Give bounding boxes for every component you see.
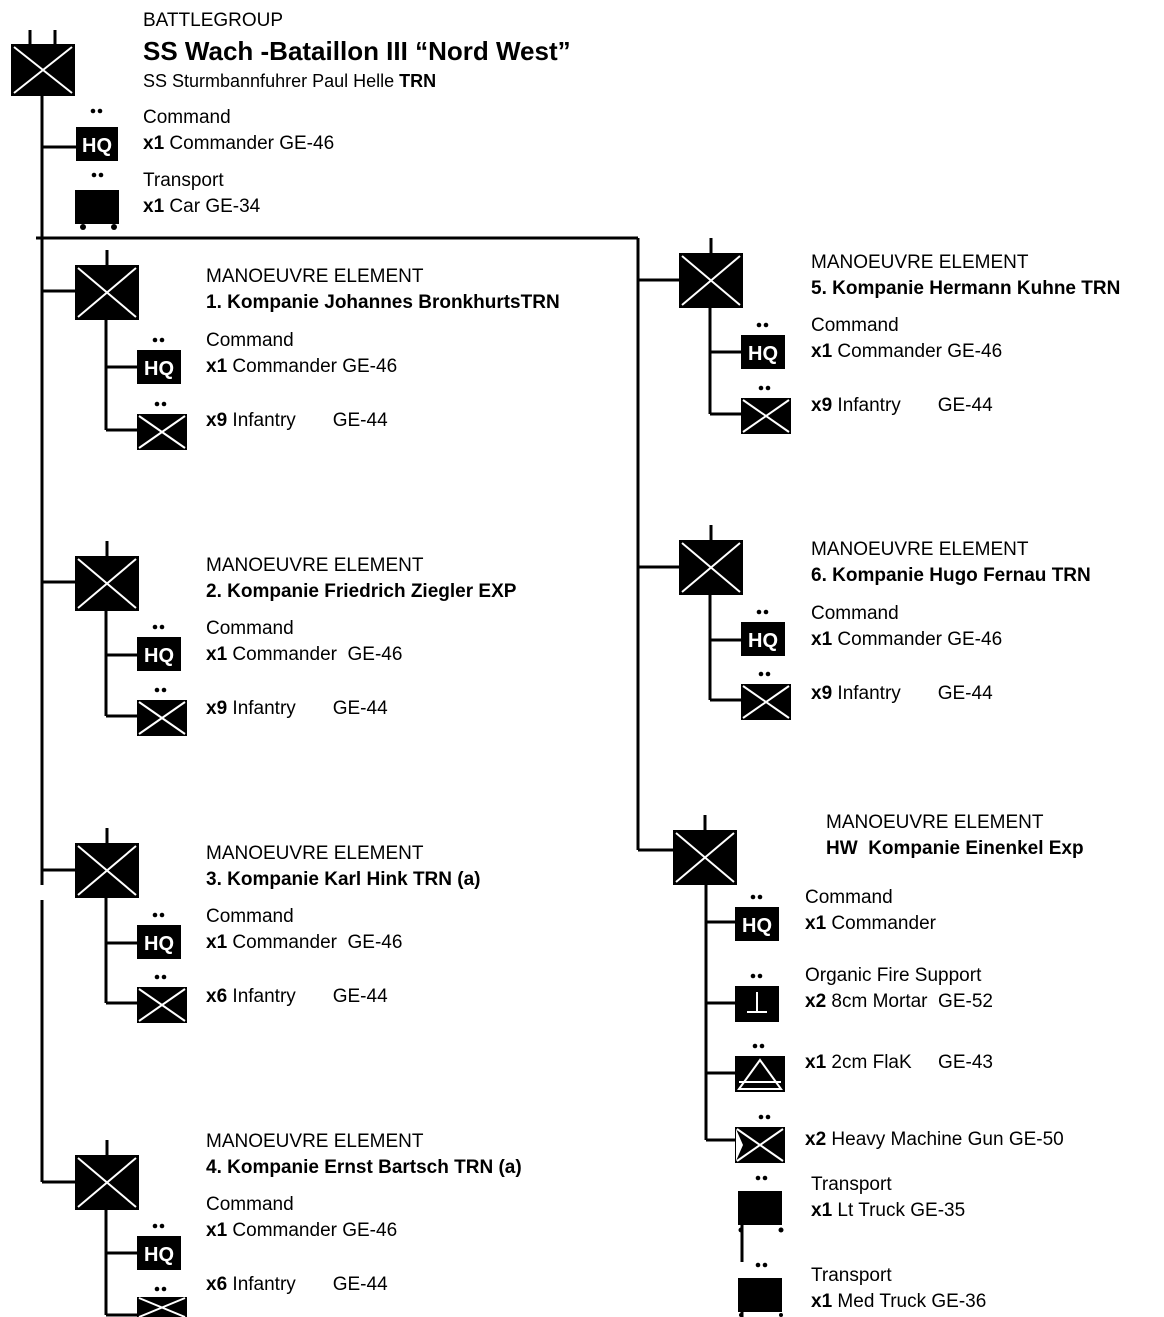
hq-label: HQ [144, 358, 174, 380]
hq-label: HQ [144, 1244, 174, 1266]
hq-label: HQ [748, 630, 778, 652]
company-4-hq-entry: x1 Commander GE-46 [206, 1220, 398, 1241]
company-4-hq-section: Command [206, 1194, 294, 1215]
hq-label: HQ [742, 915, 772, 937]
company-4-hq-icon: HQ [137, 1223, 181, 1270]
hw-company-label: MANOEUVRE ELEMENT [826, 812, 1044, 833]
company-3-hq-icon: HQ [137, 912, 181, 959]
hw-lt-truck-section: Transport [811, 1174, 892, 1195]
med-truck-icon [738, 1262, 783, 1317]
company-6-name: 6. Kompanie Hugo Fernau TRN [811, 565, 1091, 586]
company-6-hq-entry: x1 Commander GE-46 [811, 629, 1003, 650]
hq-label: HQ [82, 135, 112, 157]
hw-mortar-entry: x2 8cm Mortar GE-52 [805, 991, 993, 1012]
company-1-name: 1. Kompanie Johannes BronkhurtsTRN [206, 292, 560, 313]
battlegroup-transport-section: Transport [143, 170, 224, 191]
battlegroup-hq-entry: x1 Commander GE-46 [143, 133, 335, 154]
company-1-hq-section: Command [206, 330, 294, 351]
company-4-unit-icon [75, 1140, 139, 1210]
company-1-unit-icon [75, 250, 139, 320]
hw-med-truck-entry: x1 Med Truck GE-36 [811, 1291, 987, 1312]
company-1-infantry-icon [137, 401, 187, 450]
company-5-infantry-icon [741, 385, 791, 434]
company-2-name: 2. Kompanie Friedrich Ziegler EXP [206, 581, 517, 602]
company-1-label: MANOEUVRE ELEMENT [206, 266, 424, 287]
hw-lt-truck-entry: x1 Lt Truck GE-35 [811, 1200, 966, 1221]
company-3-infantry-entry: x6 Infantry GE-44 [206, 986, 388, 1007]
hw-company-name: HW Kompanie Einenkel Exp [826, 838, 1084, 859]
company-5-infantry-entry: x9 Infantry GE-44 [811, 395, 993, 416]
company-3-infantry-icon [137, 974, 187, 1023]
company-2-hq-entry: x1 Commander GE-46 [206, 644, 403, 665]
mortar-icon [735, 973, 779, 1022]
hq-label: HQ [144, 933, 174, 955]
company-3-unit-icon [75, 828, 139, 898]
hw-mortar-section: Organic Fire Support [805, 965, 982, 986]
car-vehicle-icon [74, 170, 124, 239]
company-6-infantry-entry: x9 Infantry GE-44 [811, 683, 993, 704]
company-4-label: MANOEUVRE ELEMENT [206, 1131, 424, 1152]
hq-label: HQ [748, 343, 778, 365]
company-3-hq-entry: x1 Commander GE-46 [206, 932, 403, 953]
flak-icon [735, 1043, 785, 1092]
company-2-unit-icon [75, 541, 139, 611]
hw-company-unit-icon [673, 815, 737, 885]
lt-truck-icon [738, 1175, 784, 1233]
heavy-machine-gun-icon [735, 1114, 785, 1163]
battlegroup-hq-section: Command [143, 107, 231, 128]
hw-flak-entry: x1 2cm FlaK GE-43 [805, 1052, 993, 1073]
company-5-hq-entry: x1 Commander GE-46 [811, 341, 1003, 362]
company-2-hq-icon: HQ [137, 624, 181, 671]
company-2-hq-section: Command [206, 618, 294, 639]
company-4-infantry-icon [137, 1286, 187, 1317]
hw-hmg-entry: x2 Heavy Machine Gun GE-50 [805, 1129, 1064, 1150]
battlegroup-unit-icon [11, 30, 75, 96]
battlegroup-label: BATTLEGROUP [143, 10, 284, 31]
company-1-hq-icon: HQ [137, 337, 181, 384]
battlegroup-commander: SS Sturmbannfuhrer Paul Helle TRN [143, 71, 437, 91]
battlegroup-name: SS Wach -Bataillon III “Nord West” [143, 36, 571, 66]
battlegroup-hq-icon: HQ [76, 107, 120, 168]
company-6-unit-icon [679, 525, 743, 595]
company-5-label: MANOEUVRE ELEMENT [811, 252, 1029, 273]
hw-med-truck-section: Transport [811, 1265, 892, 1286]
company-2-label: MANOEUVRE ELEMENT [206, 555, 424, 576]
company-5-hq-section: Command [811, 315, 899, 336]
company-6-hq-icon: HQ [741, 609, 785, 656]
company-3-label: MANOEUVRE ELEMENT [206, 843, 424, 864]
company-3-name: 3. Kompanie Karl Hink TRN (a) [206, 869, 481, 890]
company-4-name: 4. Kompanie Ernst Bartsch TRN (a) [206, 1157, 522, 1178]
company-2-infantry-icon [137, 687, 187, 736]
company-3-hq-section: Command [206, 906, 294, 927]
company-5-hq-icon: HQ [741, 322, 785, 369]
hq-label: HQ [144, 645, 174, 667]
company-6-label: MANOEUVRE ELEMENT [811, 539, 1029, 560]
hw-hq-entry: x1 Commander [805, 913, 936, 934]
company-6-infantry-icon [741, 671, 791, 720]
company-1-hq-entry: x1 Commander GE-46 [206, 356, 398, 377]
company-2-infantry-entry: x9 Infantry GE-44 [206, 698, 388, 719]
company-5-unit-icon [679, 238, 743, 308]
company-5-name: 5. Kompanie Hermann Kuhne TRN [811, 278, 1121, 299]
company-1-infantry-entry: x9 Infantry GE-44 [206, 410, 388, 431]
company-4-infantry-entry: x6 Infantry GE-44 [206, 1274, 388, 1295]
hw-hq-section: Command [805, 887, 893, 908]
battlegroup-transport-entry: x1 Car GE-34 [143, 196, 261, 217]
company-6-hq-section: Command [811, 603, 899, 624]
hw-hq-icon: HQ [735, 894, 779, 941]
